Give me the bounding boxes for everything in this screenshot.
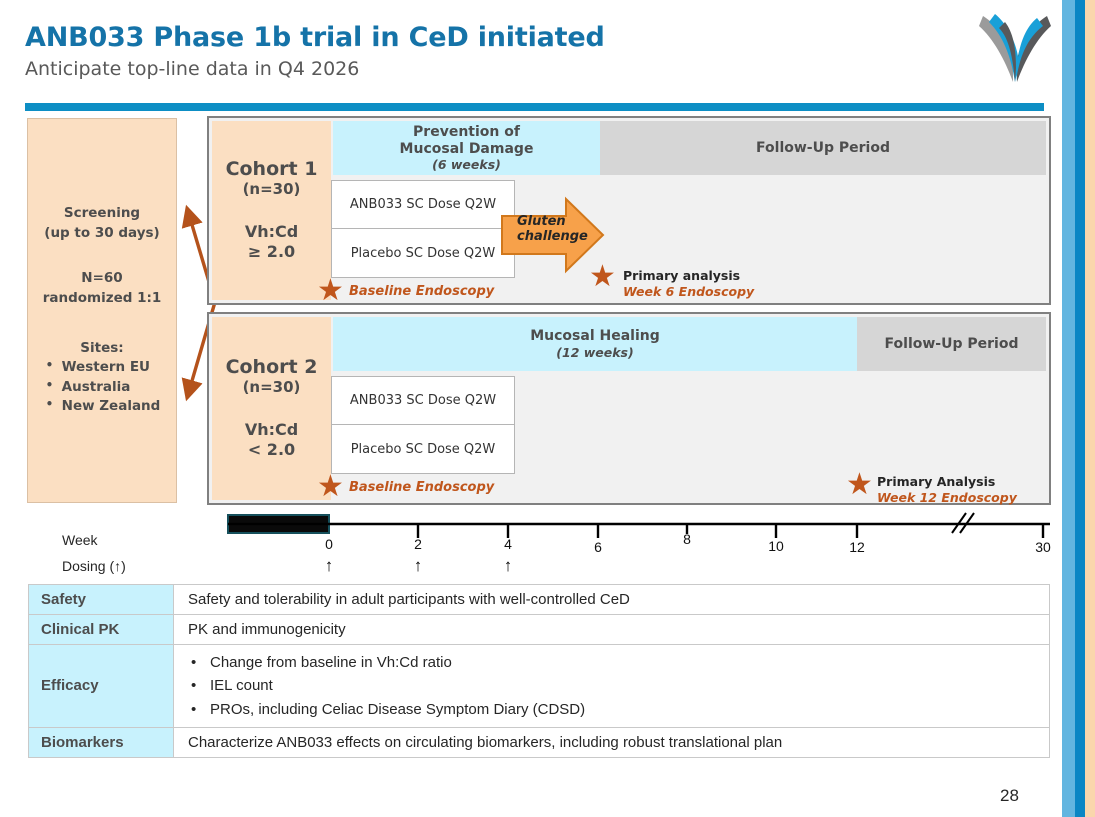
cohort-1-phase-band: Prevention of Mucosal Damage (6 weeks)	[333, 121, 600, 175]
cohort-1-primary-star-icon: ★	[589, 259, 616, 294]
gluten-label-line2: challenge	[517, 229, 588, 245]
objective-label-efficacy: Efficacy	[28, 644, 174, 728]
cohort-1-criterion-line1: Vh:Cd	[244, 222, 299, 242]
screening-randomization: randomized 1:1	[42, 289, 162, 306]
cohort-2-phase-title-line1: Mucosal Healing	[530, 328, 660, 345]
cohort-1-baseline-text: Baseline Endoscopy	[349, 284, 495, 299]
cohort-1-phase-duration: (6 weeks)	[432, 157, 501, 173]
cohort-2-criterion-line1: Vh:Cd	[244, 420, 299, 440]
screening-line-2: (up to 30 days)	[44, 224, 160, 241]
tick-label-week-0: 0	[325, 536, 333, 552]
cohort-1-arm-placebo: Placebo SC Dose Q2W	[350, 245, 496, 261]
timeline: 0 2 4 6 8 10 12 30 ↑ ↑ ↑	[0, 505, 1095, 580]
cohort-1-phase-title-line2: Mucosal Damage	[399, 140, 534, 157]
page-subtitle: Anticipate top-line data in Q4 2026	[25, 58, 360, 80]
cohort-2-followup-label: Follow-Up Period	[884, 336, 1019, 352]
timeline-axis	[227, 512, 1050, 538]
cohort-2-arm-active: ANB033 SC Dose Q2W	[332, 377, 514, 425]
objective-label-clinical-pk: Clinical PK	[28, 614, 174, 645]
cohort-2-arm-placebo: Placebo SC Dose Q2W	[350, 441, 496, 457]
tick-label-week-8: 8	[683, 531, 691, 547]
objective-value-biomarkers: Characterize ANB033 effects on circulati…	[173, 726, 1050, 758]
tick-label-week-2: 2	[414, 536, 422, 552]
timeline-week-label: Week	[62, 532, 98, 548]
edge-stripe-light-blue	[1062, 0, 1075, 817]
cohort-1-primary-detail: Week 6 Endoscopy	[623, 284, 755, 300]
cohort-1-baseline-annotation: Baseline Endoscopy	[349, 284, 494, 299]
company-chevron-logo	[979, 14, 1051, 82]
dosing-arrow-week-2: ↑	[413, 556, 423, 575]
screening-n: N=60	[81, 270, 123, 287]
list-item: Western EU	[44, 357, 161, 378]
cohort-2-primary-annotation: Primary Analysis Week 12 Endoscopy	[877, 474, 1017, 507]
sites-list: Western EU Australia New Zealand	[44, 357, 161, 417]
tick-label-week-4: 4	[504, 536, 512, 552]
sites-label: Sites:	[80, 339, 124, 356]
page-title: ANB033 Phase 1b trial in CeD initiated	[25, 22, 605, 53]
cohort-2-criterion-line2: < 2.0	[247, 440, 296, 460]
tick-label-week-12: 12	[849, 539, 865, 555]
objectives-table: Safety Safety and tolerability in adult …	[28, 584, 1050, 758]
dosing-arrow-week-4: ↑	[503, 556, 513, 575]
cohort-2-n: (n=30)	[242, 378, 301, 397]
dosing-arrow-week-0: ↑	[324, 556, 334, 575]
page-number: 28	[1000, 786, 1019, 805]
table-row: Biomarkers Characterize ANB033 effects o…	[28, 726, 1050, 758]
table-row: Efficacy Change from baseline in Vh:Cd r…	[28, 644, 1050, 728]
objective-value-clinical-pk: PK and immunogenicity	[173, 614, 1050, 645]
cohort-2-primary-detail: Week 12 Endoscopy	[877, 490, 1017, 506]
table-row: Clinical PK PK and immunogenicity	[28, 614, 1050, 645]
cohort-1-criterion-line2: ≥ 2.0	[247, 242, 296, 262]
cohort-2-phase-band: Mucosal Healing (12 weeks)	[333, 317, 857, 371]
cohort-2-followup-band: Follow-Up Period	[857, 317, 1046, 371]
edge-stripe-dark-blue	[1075, 0, 1085, 817]
cohort-2-baseline-star-icon: ★	[317, 469, 344, 504]
cohort-1-followup-band: Follow-Up Period	[600, 121, 1046, 175]
tick-label-week-10: 10	[768, 538, 784, 554]
table-row: Safety Safety and tolerability in adult …	[28, 584, 1050, 615]
list-item: Change from baseline in Vh:Cd ratio	[188, 651, 1049, 675]
cohort-2-baseline-annotation: Baseline Endoscopy	[349, 480, 494, 495]
timeline-dosing-label: Dosing (↑)	[62, 558, 126, 574]
screening-line-1: Screening	[63, 205, 141, 222]
tick-label-week-30: 30	[1035, 539, 1051, 555]
list-item: Australia	[44, 377, 161, 398]
objective-label-safety: Safety	[28, 584, 174, 615]
cohort-1-label-block: Cohort 1 (n=30) Vh:Cd ≥ 2.0	[212, 121, 331, 300]
efficacy-bullet-list: Change from baseline in Vh:Cd ratio IEL …	[188, 651, 1049, 721]
cohort-1-arm-box: ANB033 SC Dose Q2W Placebo SC Dose Q2W	[331, 180, 515, 278]
cohort-1-baseline-star-icon: ★	[317, 273, 344, 308]
cohort-2-primary-star-icon: ★	[846, 467, 873, 502]
cohort-1-container: Cohort 1 (n=30) Vh:Cd ≥ 2.0 Prevention o…	[207, 116, 1051, 308]
screening-panel: Screening (up to 30 days) N=60 randomize…	[27, 118, 177, 503]
cohort-2-arm-box: ANB033 SC Dose Q2W Placebo SC Dose Q2W	[331, 376, 515, 474]
objective-value-efficacy: Change from baseline in Vh:Cd ratio IEL …	[173, 644, 1050, 728]
gluten-label-line1: Gluten	[517, 214, 566, 229]
list-item: IEL count	[188, 674, 1049, 698]
cohort-2-label-block: Cohort 2 (n=30) Vh:Cd < 2.0	[212, 317, 331, 500]
cohort-1-primary-title: Primary analysis	[623, 268, 741, 283]
tick-label-week-6: 6	[594, 539, 602, 555]
header-divider-bar	[25, 103, 1044, 111]
cohort-2-container: Cohort 2 (n=30) Vh:Cd < 2.0 Mucosal Heal…	[207, 312, 1051, 505]
objective-label-biomarkers: Biomarkers	[28, 726, 174, 758]
gluten-challenge-label: Gluten challenge	[517, 214, 589, 245]
cohort-1-followup-label: Follow-Up Period	[756, 140, 890, 156]
list-item: New Zealand	[44, 396, 161, 417]
gluten-challenge-arrow-icon	[501, 196, 605, 274]
cohort-2-name: Cohort 2	[225, 355, 318, 378]
objective-value-safety: Safety and tolerability in adult partici…	[173, 584, 1050, 615]
cohort-1-arm-active: ANB033 SC Dose Q2W	[332, 181, 514, 229]
cohort-1-name: Cohort 1	[225, 157, 318, 180]
cohort-2-baseline-text: Baseline Endoscopy	[349, 480, 495, 495]
cohort-1-phase-title-line1: Prevention of	[413, 123, 520, 140]
cohort-2-phase-duration: (12 weeks)	[556, 344, 634, 360]
cohort-1-n: (n=30)	[242, 180, 301, 199]
cohort-2-primary-title: Primary Analysis	[877, 474, 996, 489]
list-item: PROs, including Celiac Disease Symptom D…	[188, 698, 1049, 722]
edge-stripe-peach	[1085, 0, 1095, 817]
cohort-1-primary-annotation: Primary analysis Week 6 Endoscopy	[623, 268, 754, 301]
